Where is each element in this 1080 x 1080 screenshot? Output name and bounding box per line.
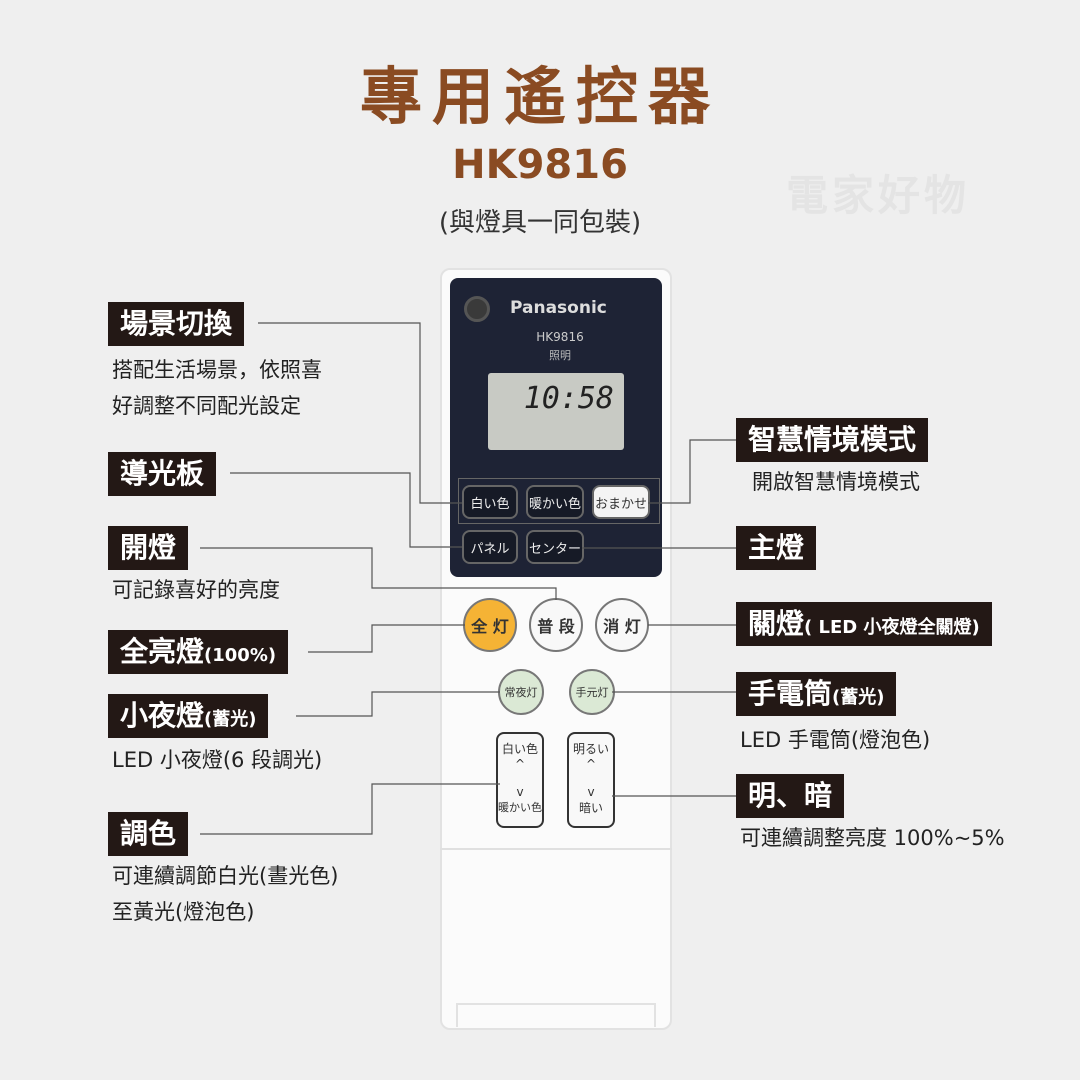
color-rocker[interactable]: 白い色 ^ v 暖かい色 — [496, 732, 544, 828]
color-down-label: 暖かい色 — [498, 801, 542, 814]
remote-model: HK9816 — [536, 330, 584, 344]
chevron-up-icon: ^ — [514, 757, 526, 771]
ir-sensor-icon — [464, 296, 490, 322]
center-key[interactable]: センター — [526, 530, 584, 564]
desc-brightness: 可連續調整亮度 100%~5% — [740, 826, 1005, 850]
auto-key[interactable]: おまかせ — [592, 485, 650, 519]
label-scene-switch: 場景切換 — [108, 302, 245, 346]
label-full-light: 全亮燈(100%) — [108, 630, 289, 674]
desc-flashlight: LED 手電筒(燈泡色) — [740, 728, 931, 752]
desc-night-light: LED 小夜燈(6 段調光) — [112, 748, 323, 772]
desc-light-on: 可記錄喜好的亮度 — [112, 578, 280, 602]
label-light-on: 開燈 — [108, 526, 189, 570]
desc-scene-switch: 搭配生活場景，依照喜好調整不同配光設定 — [112, 358, 322, 418]
chevron-up-icon: ^ — [585, 757, 597, 771]
scene-group — [458, 478, 660, 524]
desc-smart-mode: 開啟智慧情境模式 — [752, 470, 920, 494]
label-night-light: 小夜燈(蓄光) — [108, 694, 269, 738]
battery-cover — [440, 848, 672, 1030]
package-note: (與燈具一同包裝) — [438, 208, 642, 238]
desc-color-adjust: 可連續調節白光(晝光色)至黃光(燈泡色) — [112, 864, 339, 924]
off-button[interactable]: 消 灯 — [595, 598, 649, 652]
label-flashlight: 手電筒(蓄光) — [736, 672, 897, 716]
label-brightness: 明、暗 — [736, 774, 845, 818]
page-title: 專用遙控器 — [359, 60, 720, 133]
brand-logo: Panasonic — [510, 298, 607, 318]
lcd-time: 10:58 — [523, 381, 614, 416]
bright-down-label: 暗い — [578, 801, 603, 815]
watermark: 電家好物 — [786, 171, 971, 220]
label-color-adjust: 調色 — [108, 812, 189, 856]
label-light-off: 關燈( LED 小夜燈全關燈) — [736, 602, 992, 646]
full-light-button[interactable]: 全 灯 — [463, 598, 517, 652]
white-color-key[interactable]: 白い色 — [462, 485, 518, 519]
color-up-label: 白い色 — [501, 742, 538, 756]
panel-key[interactable]: パネル — [462, 530, 518, 564]
warm-color-key[interactable]: 暖かい色 — [526, 485, 584, 519]
night-light-button[interactable]: 常夜灯 — [498, 669, 544, 715]
lcd-display: 10:58 — [488, 373, 624, 450]
normal-button[interactable]: 普 段 — [529, 598, 583, 652]
model-number: HK9816 — [452, 142, 628, 188]
chevron-down-icon: v — [516, 785, 524, 799]
remote-sub: 照明 — [549, 349, 571, 362]
chevron-down-icon: v — [587, 785, 595, 799]
brightness-rocker[interactable]: 明るい ^ v 暗い — [567, 732, 615, 828]
remote-foot — [456, 1003, 656, 1027]
label-light-guide: 導光板 — [108, 452, 217, 496]
bright-up-label: 明るい — [572, 742, 609, 756]
label-main-light: 主燈 — [736, 526, 817, 570]
label-smart-mode: 智慧情境模式 — [736, 418, 929, 462]
